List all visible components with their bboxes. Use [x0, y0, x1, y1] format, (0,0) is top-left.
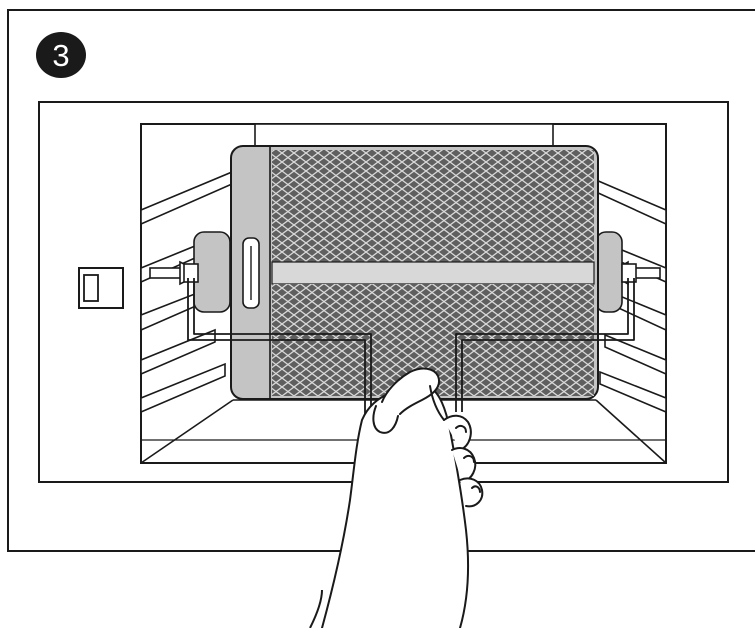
step-number-text: 3	[52, 40, 69, 71]
step-number-badge: 3	[36, 32, 86, 78]
mesh-basket-icon	[231, 146, 598, 399]
door-latch-icon	[79, 268, 123, 308]
arm-lines	[310, 590, 322, 628]
